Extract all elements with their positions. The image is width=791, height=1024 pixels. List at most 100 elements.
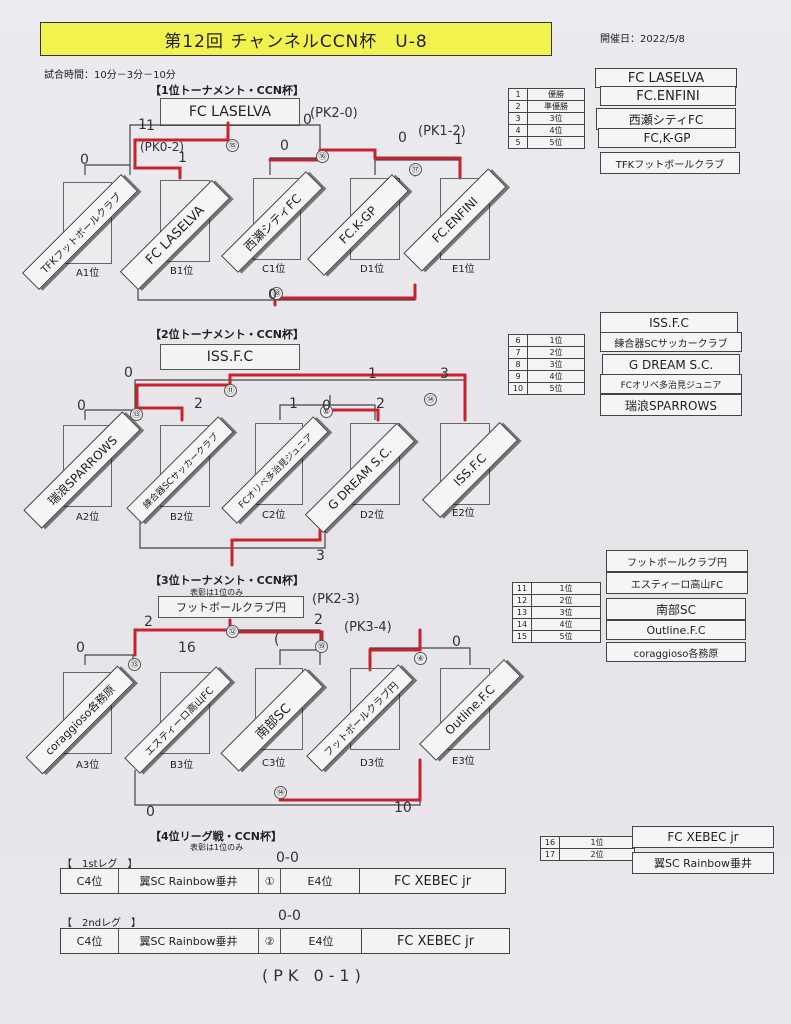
t1-pk-3: (PK1-2) bbox=[418, 124, 466, 139]
t1-rank-1: FC LASELVA bbox=[595, 68, 737, 88]
t3-score-7: 0 bbox=[146, 804, 155, 820]
t3-rank-5: coraggioso各務原 bbox=[606, 642, 746, 662]
t2-rank-1: ISS.F.C bbox=[600, 312, 738, 334]
t1-line-top bbox=[129, 124, 321, 165]
t4-heading: 【4位リーグ戦・CCN杯】 bbox=[150, 830, 283, 843]
t4-note: 表彰は1位のみ bbox=[190, 843, 244, 852]
t1-game-15: ⑮ bbox=[226, 139, 239, 152]
t2-score-4: 1 bbox=[289, 396, 298, 412]
t1-line-ab bbox=[84, 164, 131, 175]
t3-score-1: 2 bbox=[144, 614, 153, 630]
t1-game-18: ⑱ bbox=[270, 287, 283, 300]
t1-score-c: 0 bbox=[280, 138, 289, 154]
t2-seed-a: A2位 bbox=[76, 512, 100, 523]
t2-score-6: 2 bbox=[376, 396, 385, 412]
t2-score-9: 3 bbox=[316, 548, 325, 564]
t1-win-e bbox=[320, 148, 417, 160]
t2-seed-e: E2位 bbox=[452, 508, 475, 519]
t3-rank-3: 南部SC bbox=[606, 598, 746, 620]
t3-pk-2: (PK3-4) bbox=[344, 620, 392, 635]
t1-champion: FC LASELVA bbox=[160, 98, 300, 126]
t1-score-final: 0 bbox=[303, 112, 312, 128]
t2-heading: 【2位トーナメント・CCN杯】 bbox=[150, 328, 305, 341]
leg2-team-b: FC XEBEC jr bbox=[361, 929, 509, 953]
t3-seed-b: B3位 bbox=[170, 760, 194, 771]
t3-score-2: 2 bbox=[314, 612, 323, 628]
t1-win-c bbox=[268, 148, 322, 162]
t1-line-c bbox=[269, 150, 323, 175]
t1-heading: 【1位トーナメント・CCN杯】 bbox=[150, 84, 305, 97]
t2-score-3: 2 bbox=[194, 396, 203, 412]
t2-rank-2: 練合器SCサッカークラブ bbox=[600, 332, 742, 352]
leg1-seed-a: C4位 bbox=[61, 869, 119, 893]
t2-rank-5: 瑞浪SPARROWS bbox=[600, 394, 742, 416]
t4-leg1-score: 0-0 bbox=[276, 850, 299, 866]
t2-win-bottom bbox=[230, 528, 322, 542]
t2-rank-3: G DREAM S.C. bbox=[602, 354, 740, 376]
t4-leg1-row: C4位 翼SC Rainbow垂井 ① E4位 FC XEBEC jr bbox=[60, 868, 506, 894]
t1-seed-a: A1位 bbox=[76, 268, 100, 279]
t1-score-e: 1 bbox=[454, 132, 463, 148]
t3-seed-e: E3位 bbox=[452, 756, 475, 767]
t4-leg2-label: 【 2ndレグ 】 bbox=[62, 918, 142, 929]
t4-rank-1: FC XEBEC jr bbox=[632, 826, 774, 848]
t2-game-11: ⑪ bbox=[224, 384, 237, 397]
t2-game-14: ⑭ bbox=[424, 393, 437, 406]
t1-win-b bbox=[133, 121, 230, 180]
t1-rank-3: 西瀬シティFC bbox=[596, 108, 736, 130]
t4-leg2-score: 0-0 bbox=[278, 908, 301, 924]
t3-score-6: 0 bbox=[452, 634, 461, 650]
leg1-game: ① bbox=[259, 869, 281, 893]
t1-score-b: 1 bbox=[178, 150, 187, 166]
t3-score-4: 16 bbox=[178, 640, 196, 656]
t2-score-7: 1 bbox=[368, 366, 377, 382]
t1-game-16: ⑯ bbox=[316, 150, 329, 163]
t3-note: 表彰は1位のみ bbox=[190, 588, 244, 597]
leg2-seed-a: C4位 bbox=[61, 929, 119, 953]
t1-rank-5: TFKフットボールクラブ bbox=[600, 152, 740, 174]
t1-score-x: 1 bbox=[138, 117, 147, 133]
t3-score-3: 0 bbox=[76, 640, 85, 656]
t2-score-5: 0 bbox=[322, 398, 331, 414]
t3-seed-a: A3位 bbox=[76, 760, 100, 771]
t1-win-bottom bbox=[273, 283, 417, 307]
t1-game-17: ⑰ bbox=[409, 163, 422, 176]
t2-score-2: 0 bbox=[77, 398, 86, 414]
t3-score-8: 10 bbox=[394, 800, 412, 816]
t2-score-8: 3 bbox=[440, 366, 449, 382]
t1-rank-2: FC.ENFINI bbox=[600, 86, 736, 106]
t3-win-bottom bbox=[278, 758, 422, 802]
t1-pk-1: (PK0-2) bbox=[140, 140, 185, 154]
t3-pk-1: (PK2-3) bbox=[312, 592, 360, 607]
t3-game-4: ④ bbox=[414, 652, 427, 665]
t1-score-d: 0 bbox=[398, 130, 407, 146]
t1-seed-c: C1位 bbox=[262, 264, 286, 275]
t1-score-a: 0 bbox=[80, 152, 89, 168]
t1-seed-e: E1位 bbox=[452, 264, 475, 275]
t4-pk: (PK 0-1) bbox=[262, 966, 366, 985]
t2-game-6: ⑥ bbox=[320, 405, 333, 418]
t3-rank-4: Outline.F.C bbox=[606, 620, 746, 640]
t3-rank-2: エスティーロ高山FC bbox=[606, 572, 748, 594]
t3-seed-d: D3位 bbox=[360, 758, 385, 769]
t4-rank-2: 翼SC Rainbow垂井 bbox=[632, 852, 774, 874]
t3-game-12: ⑫ bbox=[226, 625, 239, 638]
t2-seed-c: C2位 bbox=[262, 510, 286, 521]
t3-score-5: ( bbox=[274, 632, 280, 648]
leg2-team-a: 翼SC Rainbow垂井 bbox=[119, 929, 259, 953]
t2-win-e bbox=[135, 373, 467, 422]
leg1-team-b: FC XEBEC jr bbox=[359, 869, 505, 893]
match-time: 試合時間：10分－3分－10分 bbox=[44, 70, 176, 81]
t1-score-semi: 1 bbox=[146, 118, 155, 134]
t2-game-13: ⑬ bbox=[130, 408, 143, 421]
t1-seed-b: B1位 bbox=[170, 266, 194, 277]
t3-seed-c: C3位 bbox=[262, 758, 286, 769]
leg2-seed-b: E4位 bbox=[308, 935, 334, 948]
t2-champion: ISS.F.C bbox=[160, 344, 300, 370]
event-date: 開催日：2022/5/8 bbox=[600, 34, 685, 45]
